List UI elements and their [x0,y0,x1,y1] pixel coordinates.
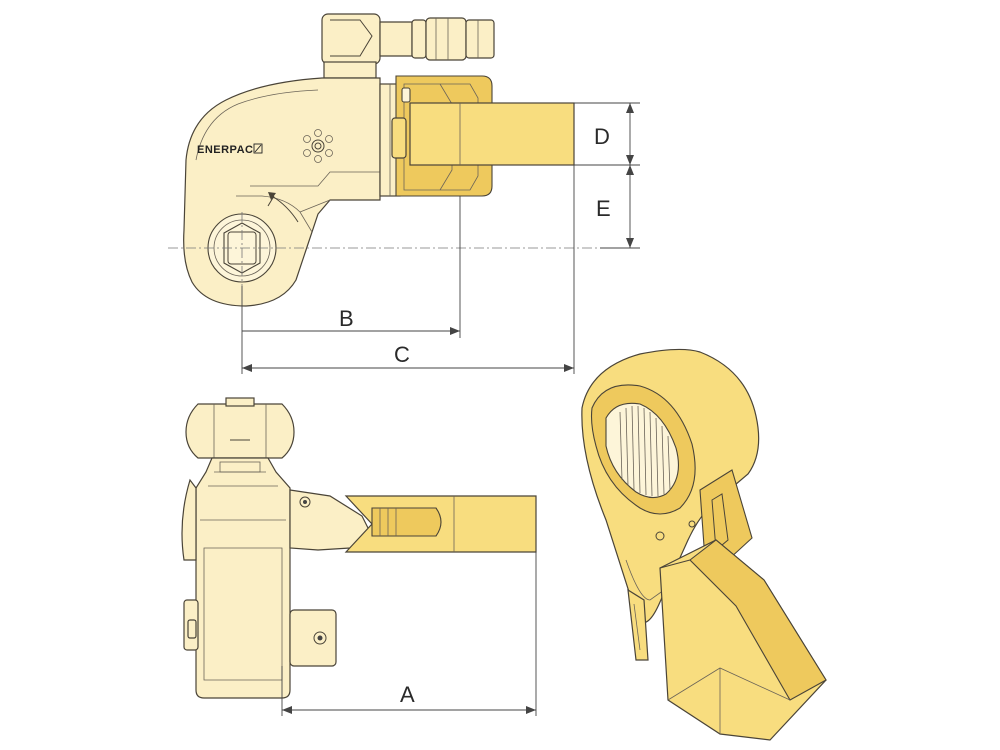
dimension-b-label: B [339,306,354,331]
wrench-housing [183,77,381,307]
dimension-d-label: D [594,124,610,149]
isometric-reaction-arm [581,348,827,741]
side-view: ENERPAC [168,13,640,374]
front-view: A [181,397,537,716]
dimension-e-label: E [596,196,611,221]
swivel-fitting [321,13,495,79]
dimension-a-label: A [400,682,415,707]
hole-pattern [303,129,333,163]
reaction-arm-front [344,495,537,553]
reaction-arm-side [391,75,575,197]
enerpac-logo: ENERPAC [197,144,253,156]
spline-teeth [619,405,671,497]
dimension-c-label: C [394,342,410,367]
